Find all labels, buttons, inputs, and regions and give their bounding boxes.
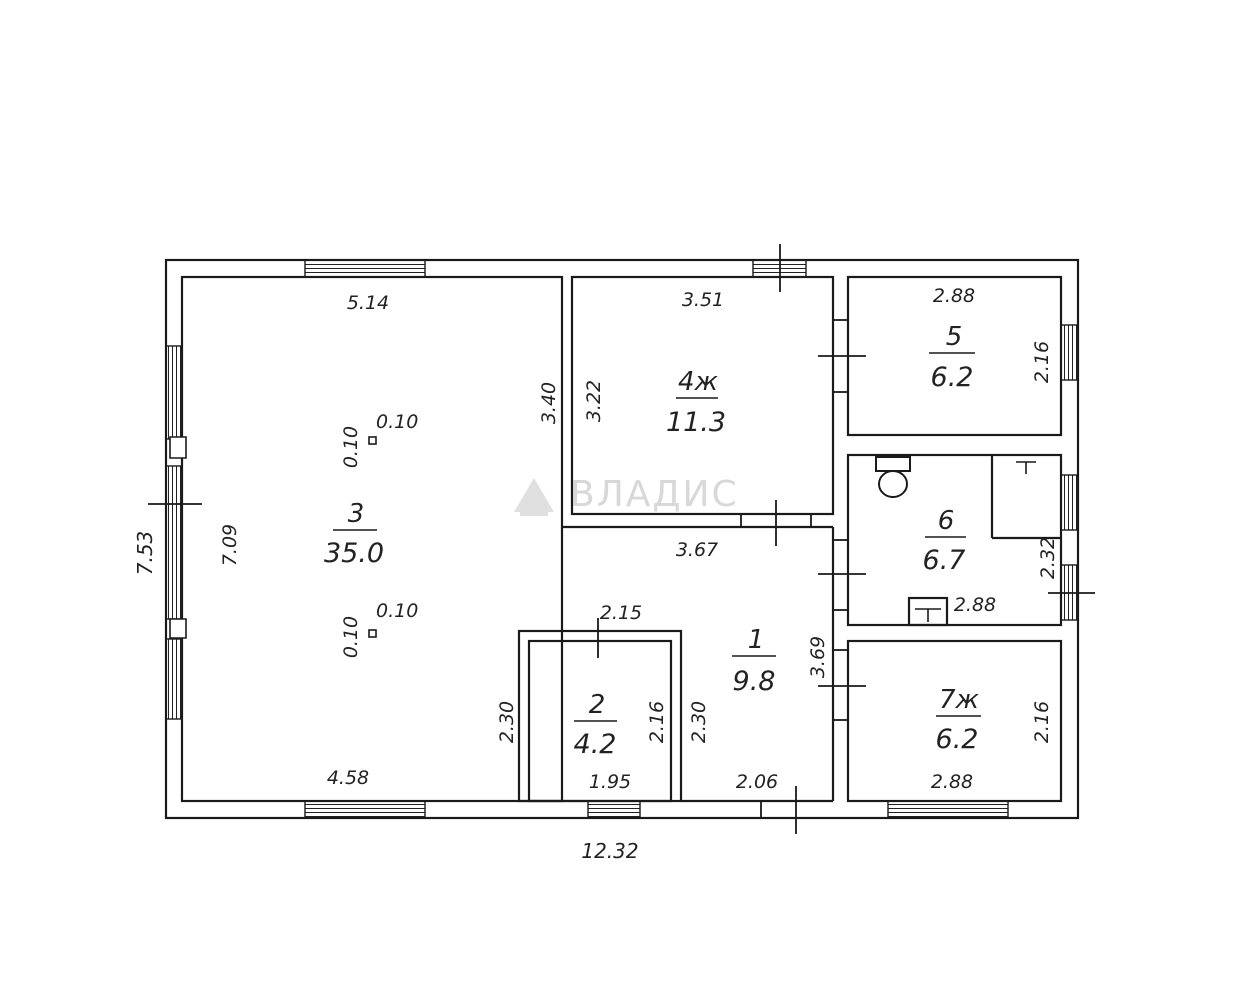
dim-room-1-right: 3.69 (807, 636, 829, 678)
window-right-room-5 (1060, 324, 1079, 381)
column-1-width: 0.10 (376, 411, 418, 433)
dim-overall-width: 12.32 (581, 839, 638, 863)
watermark-text: ВЛАДИС (570, 474, 739, 515)
watermark-logo-icon (514, 478, 554, 516)
dim-room-4-left: 3.22 (583, 380, 605, 422)
room-4-area: 11.3 (666, 407, 726, 438)
dim-room-5-top: 2.88 (933, 285, 975, 307)
column-labels: 0.10 0.10 0.10 0.10 (340, 411, 418, 658)
window-bottom-room-2 (587, 800, 641, 819)
column-marker (368, 629, 377, 638)
label-bars (333, 352, 981, 722)
windows (165, 259, 1079, 819)
dim-room-3-top: 5.14 (347, 292, 389, 314)
door-marks (148, 244, 1095, 834)
dim-room-4-top: 3.51 (682, 289, 724, 311)
columns (368, 436, 377, 638)
dimensions: 5.14 7.09 4.58 3.40 2.30 3.51 3.22 2.88 … (133, 285, 1059, 863)
dim-room-2-top: 2.15 (600, 602, 642, 624)
sink (907, 596, 949, 627)
dim-room-5-right: 2.16 (1031, 341, 1053, 383)
room-4-number: 4ж (678, 367, 719, 397)
window-top-room-3 (304, 259, 426, 278)
room-5-number: 5 (946, 322, 963, 352)
wall-niches (169, 436, 187, 639)
column-2-width: 0.10 (376, 600, 418, 622)
room-2-area: 4.2 (574, 729, 617, 760)
dim-room-2-right: 2.16 (646, 701, 668, 743)
dim-room-2-bottom: 1.95 (589, 771, 631, 793)
column-1-height: 0.10 (340, 426, 362, 468)
window-left-3 (165, 638, 183, 720)
toilet-icon (875, 456, 911, 498)
room-4-outline (570, 275, 835, 516)
room-6-area: 6.7 (923, 545, 966, 576)
column-2-height: 0.10 (340, 616, 362, 658)
room-6-number: 6 (938, 506, 955, 536)
room-labels: 3 35.0 4ж 11.3 5 6.2 6 6.7 1 9.8 2 4.2 7… (324, 322, 980, 760)
window-left-1 (165, 345, 183, 440)
window-right-room-6a (1060, 474, 1079, 531)
room-7-number: 7ж (939, 685, 980, 715)
room-1-number: 1 (748, 625, 765, 655)
room-3-area: 35.0 (324, 538, 384, 569)
window-bottom-room-3 (304, 800, 426, 819)
column-marker (368, 436, 377, 445)
dim-room-1-left: 2.30 (688, 701, 710, 743)
dim-room-6-bottom: 2.88 (954, 594, 996, 616)
window-bottom-room-7 (887, 800, 1009, 819)
room-1-area: 9.8 (733, 666, 776, 697)
room-2-number: 2 (589, 690, 606, 720)
window-left-2 (165, 465, 183, 620)
dim-room-3-bottom: 4.58 (327, 767, 369, 789)
dim-room-1-bottom: 2.06 (736, 771, 778, 793)
dim-room-6-right: 2.32 (1037, 537, 1059, 579)
dim-overall-depth: 7.53 (133, 531, 157, 576)
watermark: ВЛАДИС (514, 474, 739, 516)
dim-room-7-right: 2.16 (1031, 701, 1053, 743)
room-5-area: 6.2 (931, 362, 974, 393)
dim-room-7-bottom: 2.88 (931, 771, 973, 793)
dim-room-1-top: 3.67 (676, 539, 718, 561)
room-3-number: 3 (348, 499, 365, 529)
dim-room-3-right-lower: 2.30 (496, 701, 518, 743)
room-7-area: 6.2 (936, 724, 979, 755)
dim-room-3-left: 7.09 (219, 524, 241, 566)
dim-room-3-right-upper: 3.40 (538, 382, 560, 424)
